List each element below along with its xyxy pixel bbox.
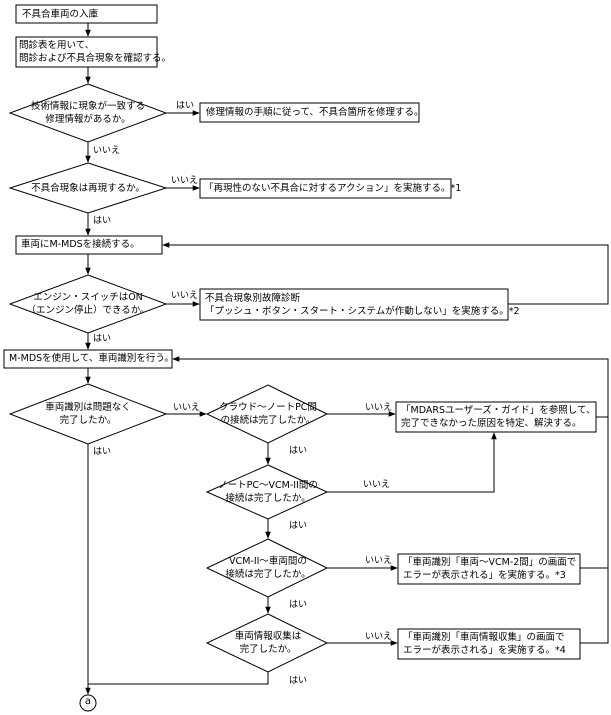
box-vcm-error bbox=[397, 553, 581, 585]
text-info-collect-question: 車両情報収集は 完了したか。 bbox=[234, 631, 302, 655]
label-no: いいえ bbox=[363, 480, 391, 490]
label-yes: はい bbox=[93, 334, 112, 344]
label-no: いいえ bbox=[365, 632, 393, 642]
label-no: いいえ bbox=[365, 403, 393, 413]
label-no: いいえ bbox=[365, 556, 393, 566]
text-vehicle-id: M-MDSを使用して、車両識別を行う。 bbox=[9, 353, 174, 364]
text-connect-mmds: 車両にM-MDSを接続する。 bbox=[21, 239, 140, 250]
text-no-reproduce-action: 「再現性のない不具合に対するアクション」を実施する。*1 bbox=[204, 183, 462, 194]
label-no: いいえ bbox=[171, 176, 199, 186]
text-engine-switch-question: エンジン・スイッチはON （エンジン停止）できるか。 bbox=[26, 292, 150, 316]
text-fault-diagnosis: 不具合現象別故障診断 「プッシュ・ボタン・スタート・システムが作動しない」を実施… bbox=[205, 293, 520, 317]
text-vehicle-id-question: 車両識別は問題なく 完了したか。 bbox=[45, 402, 131, 426]
label-no: いいえ bbox=[171, 291, 199, 301]
text-vehicle-arrival: 不具合車両の入庫 bbox=[22, 9, 99, 20]
label-yes: はい bbox=[289, 676, 308, 686]
text-repair: 修理情報の手順に従って、不具合箇所を修理する。 bbox=[206, 107, 424, 118]
box-no-reproduce-action bbox=[199, 178, 452, 199]
connector-a-label: a bbox=[84, 696, 92, 707]
text-tech-info-question: 技術情報に現象が一致する 修理情報があるか。 bbox=[30, 101, 145, 125]
box-vehicle-arrival bbox=[15, 4, 158, 24]
text-pc-vcm-question: ノートPC～VCM-II間の 接続は完了したか。 bbox=[218, 480, 318, 504]
box-interview bbox=[15, 36, 158, 68]
text-vcm-error: 「車両識別「車両～VCM-2間」の画面で エラーが表示される」を実施する。*3 bbox=[403, 557, 577, 581]
label-yes: はい bbox=[289, 521, 308, 531]
text-reproduce-question: 不具合現象は再現するか。 bbox=[31, 183, 145, 194]
box-fault-diagnosis bbox=[199, 288, 509, 321]
box-mdars-guide bbox=[395, 401, 597, 433]
label-no: いいえ bbox=[173, 403, 201, 413]
text-interview: 問診表を用いて、 問診および不具合現象を確認する。 bbox=[19, 40, 172, 64]
box-info-error bbox=[397, 628, 581, 660]
label-yes: はい bbox=[93, 216, 112, 226]
box-repair bbox=[199, 102, 420, 123]
label-yes: はい bbox=[93, 447, 112, 457]
text-vcm-vehicle-question: VCM-II～車両間の 接続は完了したか。 bbox=[225, 556, 311, 580]
label-yes: はい bbox=[289, 446, 308, 456]
connector-a bbox=[79, 694, 97, 712]
label-no: いいえ bbox=[93, 146, 121, 156]
text-mdars-guide: 「MDARSユーザーズ・ガイド」を参照して、 完了できなかった原因を特定、解決す… bbox=[401, 405, 596, 429]
box-connect-mmds bbox=[15, 235, 163, 255]
text-cloud-pc-question: クラウド～ノートPC間 の接続は完了したか。 bbox=[219, 402, 317, 426]
label-yes: はい bbox=[289, 600, 308, 610]
label-yes: はい bbox=[176, 101, 195, 111]
text-info-error: 「車両識別「車両情報収集」の画面で エラーが表示される」を実施する。*4 bbox=[403, 632, 566, 656]
